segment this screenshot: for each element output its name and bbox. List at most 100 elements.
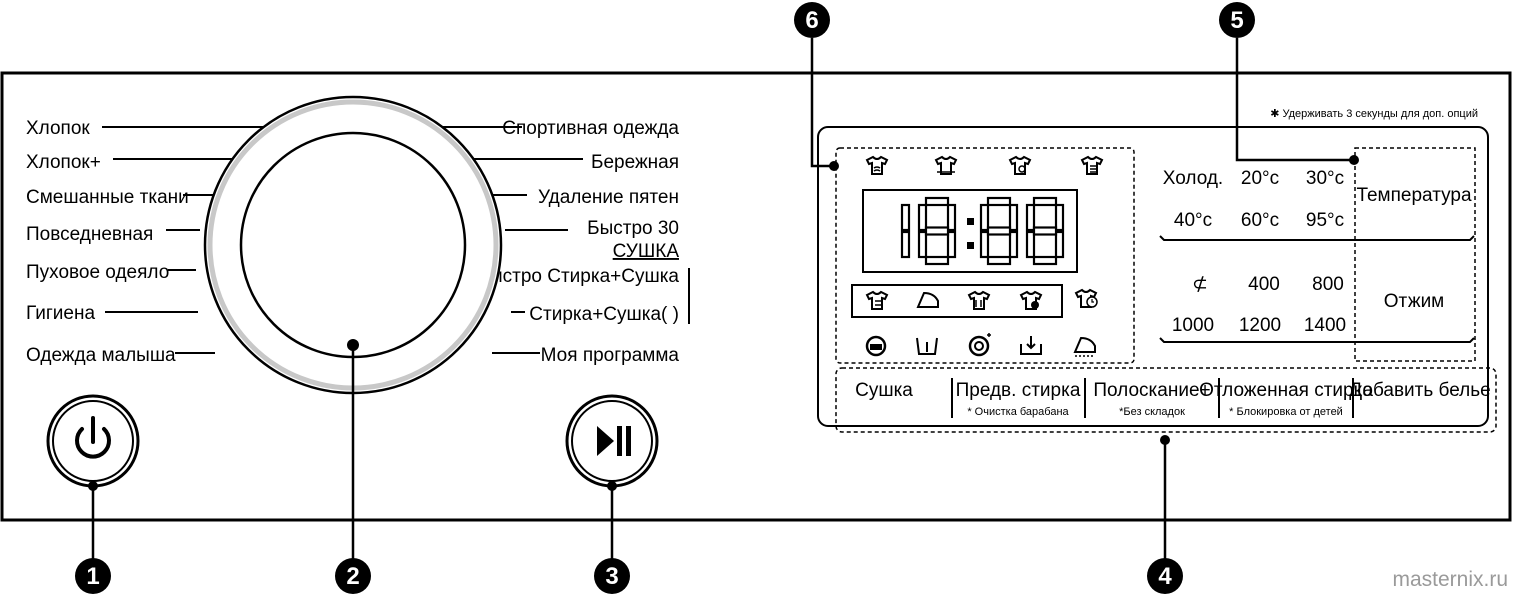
dry-button[interactable]: Сушка — [855, 380, 913, 401]
temperature-option[interactable]: Холод. — [1163, 168, 1223, 189]
display-frame — [817, 126, 1489, 427]
spin-label[interactable]: Отжим — [1384, 291, 1445, 312]
delay-end-button-sub: * Блокировка от детей — [1229, 406, 1343, 418]
watermark: masternix.ru — [1392, 568, 1508, 591]
program-label-left: Повседневная — [26, 224, 153, 245]
digit-segment — [979, 203, 990, 232]
rinse-plus-button[interactable]: Полоскание+ *Без складок — [1093, 380, 1210, 418]
delay-end-button[interactable]: Отложенная стирка * Блокировка от детей — [1199, 380, 1373, 418]
digit-segment — [1008, 203, 1019, 232]
temperature-label[interactable]: Температура — [1356, 185, 1472, 206]
delay-dry-icon — [1019, 290, 1043, 310]
temperature-option[interactable]: 30°c — [1306, 168, 1344, 189]
program-label-right: Быстро Стирка+Сушка — [477, 266, 680, 287]
digit-segment — [946, 230, 957, 259]
callout-2: 2 — [335, 558, 371, 594]
program-label-left: Хлопок — [26, 118, 90, 139]
drum-icon — [865, 335, 887, 357]
add-item-button[interactable]: Добавить белье — [1349, 380, 1490, 401]
option-buttons: Сушка Предв. стирка * Очистка барабана П… — [855, 378, 1491, 418]
digit-segment — [986, 196, 1012, 207]
program-label-right: Удаление пятен — [538, 187, 679, 208]
iron-dry-icon — [916, 291, 939, 308]
cupboard-dry-icon — [967, 290, 991, 310]
callout-3: 3 — [594, 558, 630, 594]
digit-segment — [986, 226, 1012, 236]
digit-segment — [979, 230, 990, 259]
digit-segment — [1025, 203, 1036, 232]
dry-section-title: СУШКА — [613, 241, 680, 262]
spin-option[interactable]: 1400 — [1304, 315, 1346, 336]
digit-segment — [986, 255, 1012, 266]
digit-segment — [1008, 230, 1019, 259]
power-button[interactable] — [46, 394, 140, 488]
callout-leaders — [91, 38, 1352, 560]
rinse-plus-button-label: Полоскание+ — [1093, 380, 1210, 401]
callout-badges: 1 2 3 4 5 6 — [75, 2, 1255, 594]
digit-segment — [1032, 255, 1058, 266]
temperature-options[interactable]: Холод. 20°c 30°c 40°c 60°c 95°c — [1163, 168, 1344, 231]
temperature-option[interactable]: 20°c — [1241, 168, 1279, 189]
temperature-option[interactable]: 95°c — [1306, 210, 1344, 231]
start-pause-button[interactable] — [565, 394, 659, 488]
digit-readout — [900, 196, 1065, 266]
tub-icon — [916, 337, 938, 355]
panel-frame — [0, 71, 1512, 522]
programs-right: Спортивная одежда Бережная Удаление пяте… — [427, 118, 690, 366]
temperature-option[interactable]: 60°c — [1241, 210, 1279, 231]
power-icon — [75, 416, 111, 459]
prewash-button-sub: * Очистка барабана — [967, 406, 1069, 418]
digit-segment — [1032, 196, 1058, 207]
digit-segment — [924, 196, 950, 207]
wash-icon — [865, 155, 889, 175]
callout-4: 4 — [1147, 558, 1183, 594]
rinse-plus-button-sub: *Без складок — [1119, 406, 1185, 418]
program-label-left: Смешанные ткани — [26, 187, 189, 208]
digit-colon — [967, 242, 974, 249]
digit-segment — [1025, 230, 1036, 259]
spin-option[interactable]: 800 — [1312, 274, 1344, 295]
eco-icon — [968, 333, 991, 357]
spin-option[interactable]: 400 — [1248, 274, 1280, 295]
program-label-left: Пуховое одеяло — [26, 262, 169, 283]
program-label-left: Гигиена — [26, 303, 95, 324]
spin-option[interactable]: 1000 — [1172, 315, 1214, 336]
time-shirt-icon — [1074, 288, 1098, 308]
digit-colon — [967, 218, 974, 225]
svg-text:4: 4 — [1158, 563, 1172, 590]
temperature-option[interactable]: 40°c — [1174, 210, 1212, 231]
delay-end-button-label: Отложенная стирка — [1199, 380, 1373, 401]
program-label-right: Стирка+Сушка( ) — [529, 304, 679, 325]
digit-segment — [1054, 203, 1065, 232]
spin-option[interactable]: 1200 — [1239, 315, 1281, 336]
program-label-right: Быстро 30 — [587, 218, 679, 239]
svg-text:1: 1 — [86, 563, 99, 590]
status-icons-bottom — [865, 333, 1096, 357]
digit-segment — [946, 203, 957, 232]
dry-level-icons — [865, 290, 1043, 310]
rinse-icon — [934, 155, 958, 175]
play-pause-icon — [597, 426, 631, 456]
option-buttons-area — [835, 367, 1497, 433]
callout-1: 1 — [75, 558, 111, 594]
program-label-left: Одежда малыша — [26, 345, 176, 366]
add-item-icon — [1020, 336, 1042, 355]
temperature-divider — [1159, 235, 1475, 241]
digit-segment — [924, 255, 950, 266]
spin-options[interactable]: ⊄ 400 800 1000 1200 1400 — [1172, 274, 1346, 336]
digit-segment — [900, 203, 911, 232]
program-label-right: Моя программа — [541, 345, 680, 366]
add-item-button-label: Добавить белье — [1349, 380, 1490, 401]
dry-button-label: Сушка — [855, 380, 913, 401]
callout-6: 6 — [794, 2, 830, 38]
digit-segment — [1032, 226, 1058, 236]
prewash-button[interactable]: Предв. стирка * Очистка барабана — [956, 380, 1081, 418]
spin-icon — [1008, 155, 1032, 175]
program-label-right: Спортивная одежда — [502, 118, 679, 139]
hold-note: ✱ Удерживать 3 секунды для доп. опций — [1270, 108, 1478, 120]
spin-option[interactable]: ⊄ — [1192, 274, 1208, 295]
program-dial[interactable] — [203, 95, 503, 395]
digit-segment — [924, 226, 950, 236]
